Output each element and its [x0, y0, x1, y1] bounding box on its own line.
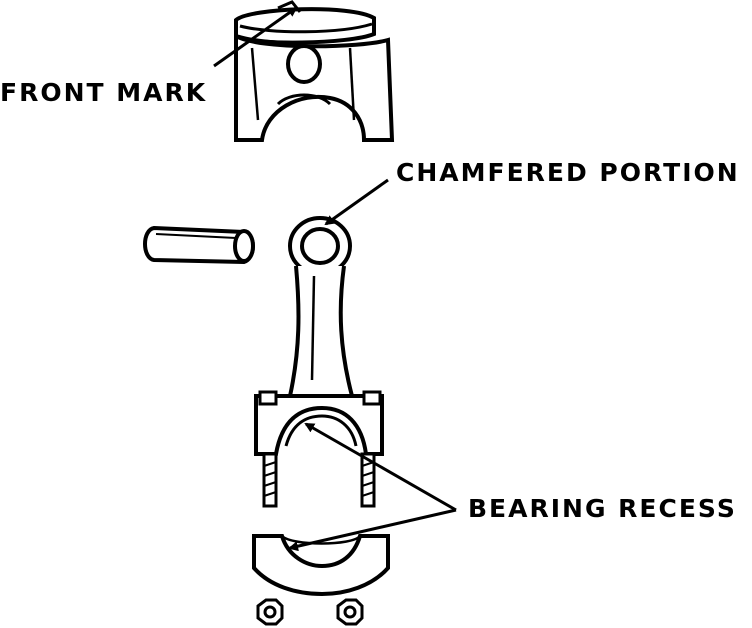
front-mark-leader [213, 6, 298, 68]
rod-nuts [256, 598, 364, 626]
bearing-recess-label: BEARING RECESS [468, 494, 737, 523]
piston-pin [143, 225, 255, 265]
piston [234, 0, 395, 142]
leader-lines [213, 6, 457, 552]
chamfered-portion-leader [324, 178, 389, 226]
rod-bolts [262, 452, 376, 508]
bearing-cap [252, 534, 390, 597]
chamfered-portion-label: CHAMFERED PORTION [396, 158, 740, 187]
bearing-recess-leader-lower [288, 508, 457, 552]
connecting-rod [254, 216, 384, 456]
front-mark-label: FRONT MARK [0, 78, 208, 107]
bearing-recess-leader-upper [304, 422, 457, 512]
